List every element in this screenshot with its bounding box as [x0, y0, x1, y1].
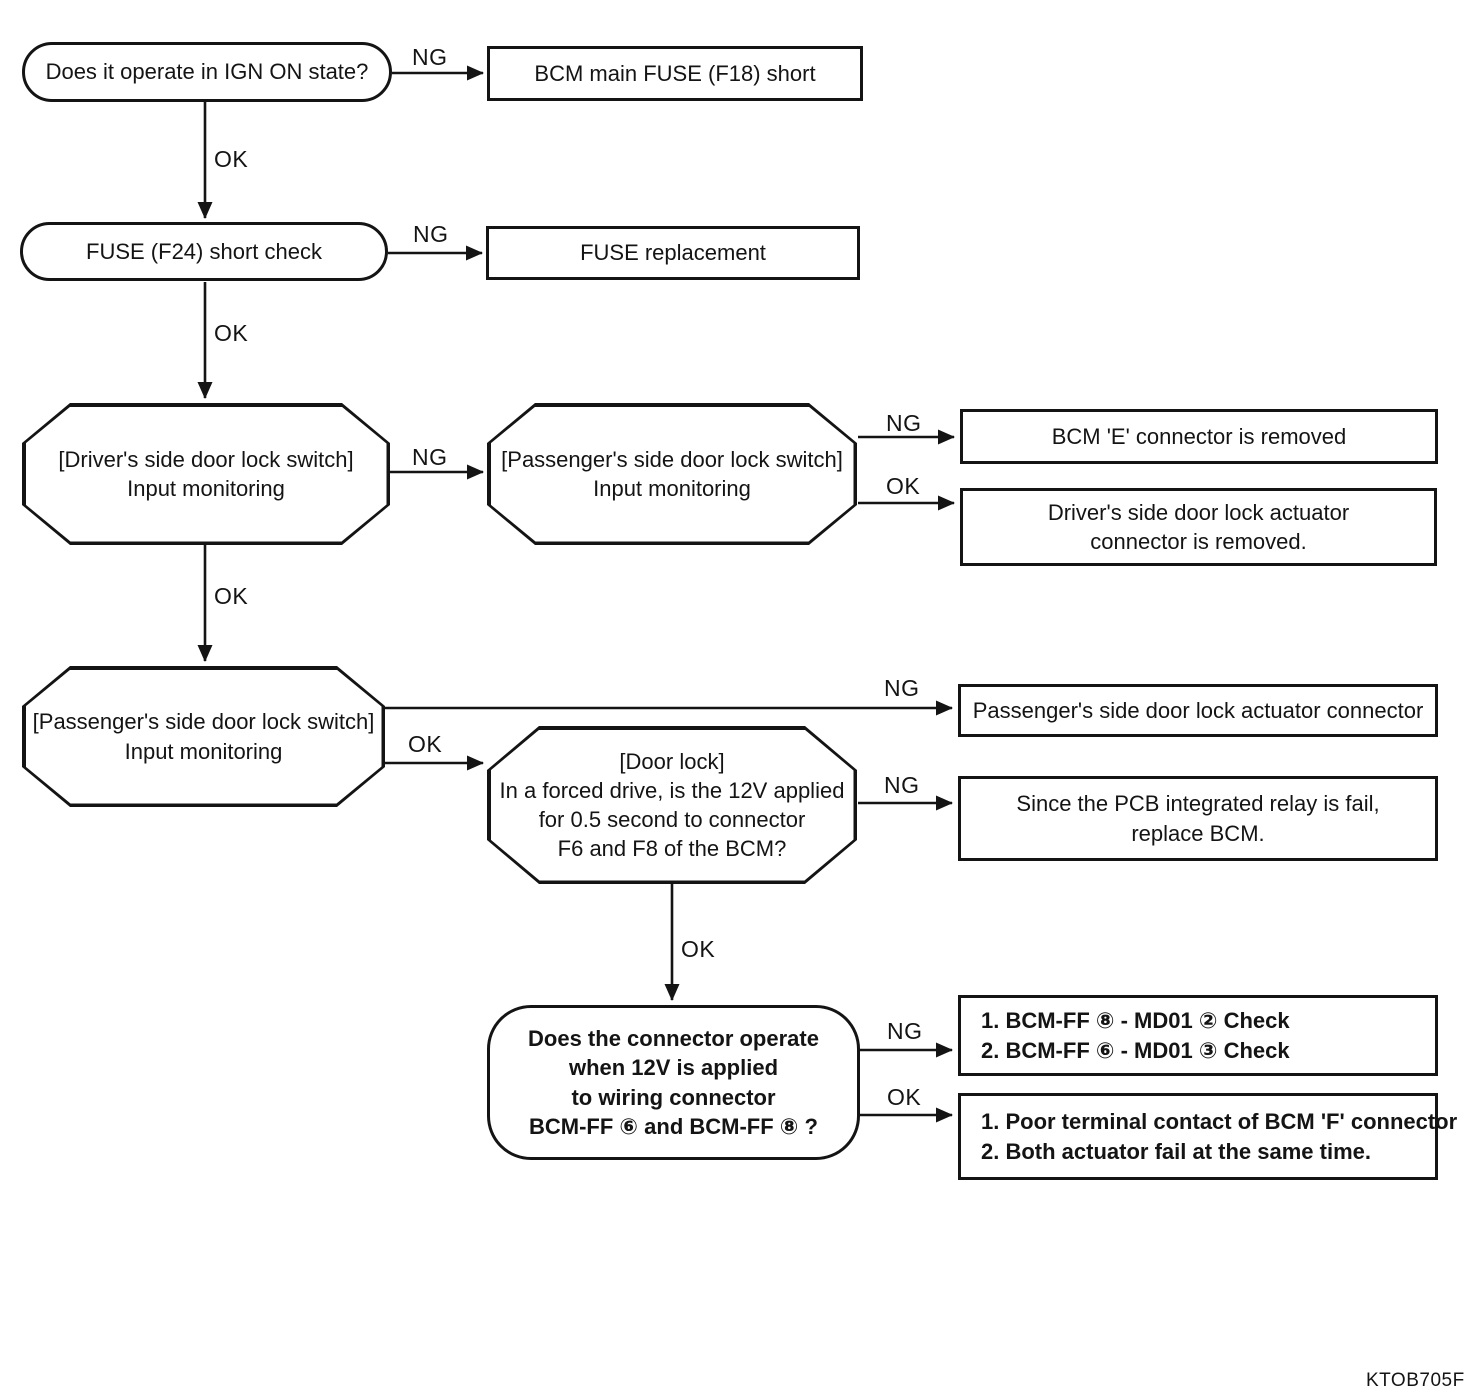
node-ign-on-check: Does it operate in IGN ON state? — [22, 42, 392, 102]
edge-label-ng-5: NG — [884, 675, 920, 701]
node-poor-terminal-contact: 1. Poor terminal contact of BCM 'F' conn… — [958, 1093, 1457, 1180]
node-fuse-f24-short-check: FUSE (F24) short check — [20, 222, 388, 281]
octagon-text: [Driver's side door lock switch] Input m… — [22, 403, 390, 545]
text-line: Input monitoring — [593, 476, 751, 501]
edge-label-ok-3: OK — [886, 473, 921, 499]
text-line: 1. BCM-FF ⑧ - MD01 ② Check — [981, 1008, 1290, 1034]
node-bcm-e-connector-removed: BCM 'E' connector is removed — [960, 409, 1438, 464]
text-line: 1. Poor terminal contact of BCM 'F' conn… — [981, 1109, 1458, 1135]
octagon-fill — [26, 407, 387, 542]
text-line: BCM-FF ⑥ and BCM-FF ⑧ ? — [529, 1113, 818, 1139]
text-line: [Driver's side door lock switch] — [58, 446, 354, 472]
figure-code: KTOB705F — [1366, 1370, 1465, 1391]
text-line: 2. Both actuator fail at the same time. — [981, 1138, 1371, 1164]
text-line: In a forced drive, is the 12V applied — [499, 777, 845, 803]
text-line: to wiring connector — [571, 1084, 776, 1110]
node-passenger-actuator-connector: Passenger's side door lock actuator conn… — [958, 684, 1438, 737]
text-line: Since the PCB integrated relay is fail, — [1016, 791, 1380, 817]
node-connector-12v-operate-check: Does the connector operate when 12V is a… — [487, 1005, 860, 1160]
node-passenger-door-lock-switch-monitoring-1: [Passenger's side door lock switch] Inpu… — [487, 403, 857, 545]
text-line: [Passenger's side door lock switch] — [501, 446, 843, 472]
node-passenger-door-lock-switch-monitoring-2: [Passenger's side door lock switch] Inpu… — [22, 666, 385, 807]
edge-label-ok-7: OK — [887, 1084, 922, 1110]
node-driver-actuator-connector-removed: Driver's side door lock actuator connect… — [960, 488, 1437, 566]
node-pcb-relay-fail-replace-bcm: Since the PCB integrated relay is fail, … — [958, 776, 1438, 861]
node-bcm-ff-md01-check: 1. BCM-FF ⑧ - MD01 ② Check 2. BCM-FF ⑥ -… — [958, 995, 1438, 1076]
octagon-text: [Door lock] In a forced drive, is the 12… — [487, 726, 857, 884]
text-line: [Passenger's side door lock switch] — [32, 709, 375, 735]
octagon-fill — [491, 407, 854, 542]
edge-label-ng-1: NG — [412, 44, 448, 70]
node-bcm-main-fuse-short: BCM main FUSE (F18) short — [487, 46, 863, 101]
text-line: BCM 'E' connector is removed — [1051, 423, 1347, 449]
text-line: for 0.5 second to connector — [538, 807, 806, 832]
text-line: Input monitoring — [127, 476, 285, 501]
text-line: F6 and F8 of the BCM? — [557, 836, 787, 862]
edge-label-ok-5: OK — [408, 731, 443, 757]
text-line: Does it operate in IGN ON state? — [45, 59, 369, 85]
text-line: connector is removed. — [1090, 529, 1307, 554]
text-line: FUSE replacement — [580, 240, 766, 266]
text-line: Does the connector operate — [528, 1026, 819, 1052]
node-door-lock-forced-drive-check: [Door lock] In a forced drive, is the 12… — [487, 726, 857, 884]
octagon-fill — [491, 730, 854, 881]
edge-label-ok-1: OK — [214, 146, 249, 172]
text-line: Input monitoring — [124, 738, 283, 764]
node-fuse-replacement: FUSE replacement — [486, 226, 860, 280]
edge-label-ng-2: NG — [413, 221, 449, 247]
edge-label-ng-6: NG — [884, 772, 920, 798]
text-line: 2. BCM-FF ⑥ - MD01 ③ Check — [981, 1037, 1290, 1063]
text-line: FUSE (F24) short check — [86, 238, 322, 264]
edge-label-ng-4: NG — [886, 410, 922, 436]
octagon-text: [Passenger's side door lock switch] Inpu… — [22, 666, 385, 807]
edge-label-ng-7: NG — [887, 1018, 923, 1044]
text-line: BCM main FUSE (F18) short — [534, 60, 816, 86]
edge-label-ng-3: NG — [412, 444, 448, 470]
edge-label-ok-4: OK — [214, 583, 249, 609]
text-line: when 12V is applied — [568, 1055, 779, 1081]
text-line: Passenger's side door lock actuator conn… — [972, 697, 1424, 723]
edge-label-ok-6: OK — [681, 936, 716, 962]
text-line: replace BCM. — [1131, 820, 1265, 846]
node-driver-door-lock-switch-monitoring: [Driver's side door lock switch] Input m… — [22, 403, 390, 545]
text-line: Driver's side door lock actuator — [1047, 499, 1350, 525]
octagon-fill — [26, 670, 382, 804]
edge-label-ok-2: OK — [214, 320, 249, 346]
text-line: [Door lock] — [619, 748, 725, 774]
octagon-text: [Passenger's side door lock switch] Inpu… — [487, 403, 857, 545]
